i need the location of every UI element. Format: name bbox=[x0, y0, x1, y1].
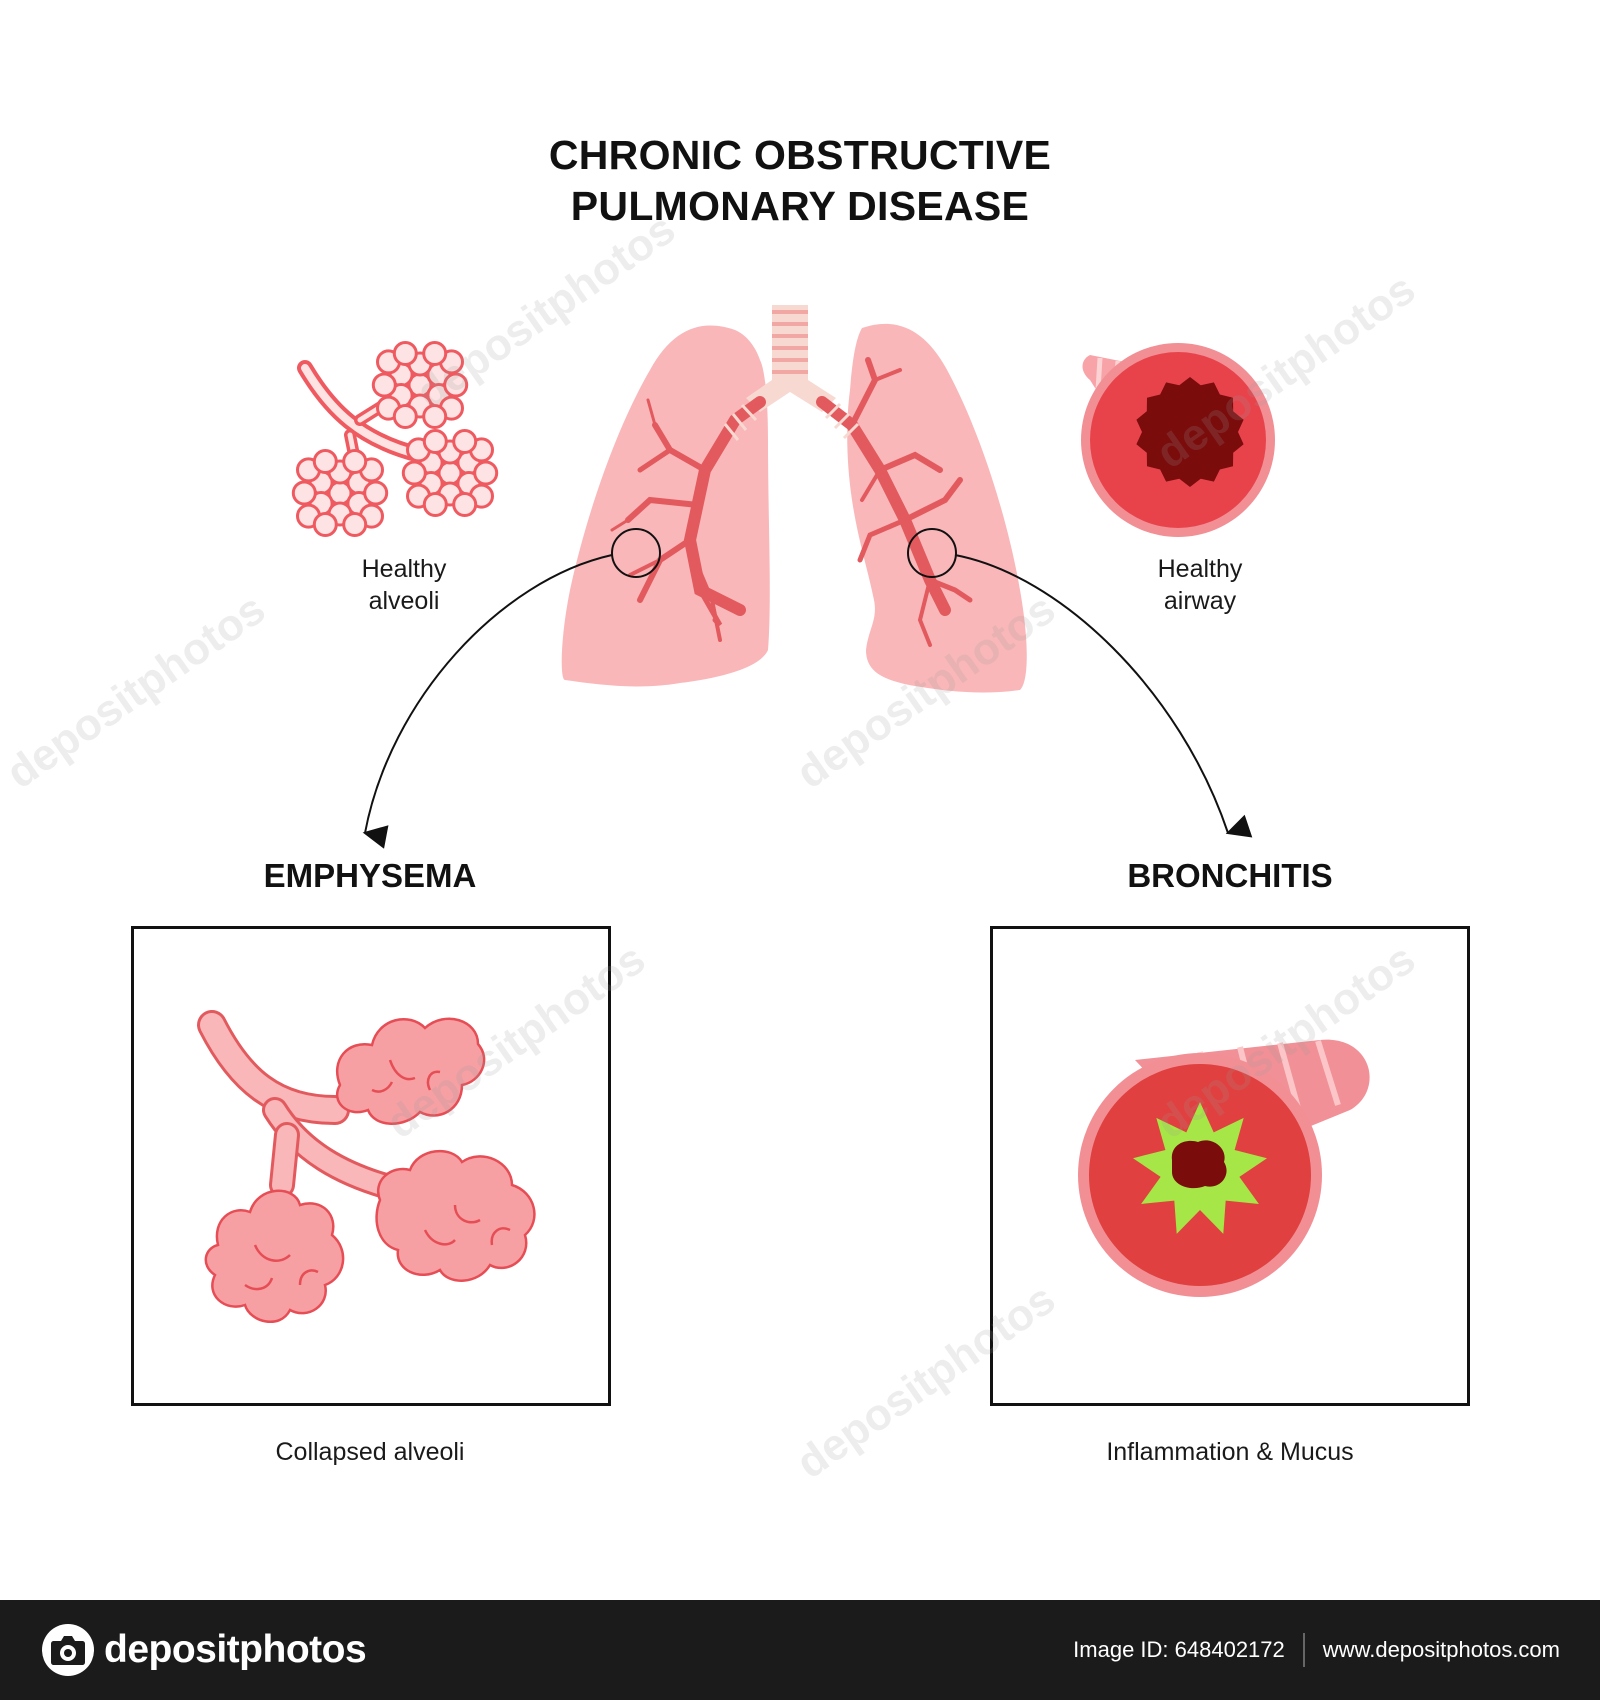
bronchitis-illustration bbox=[1078, 1039, 1370, 1297]
alveolus-sac bbox=[342, 512, 368, 537]
healthy-alveoli-label: Healthy alveoli bbox=[328, 553, 480, 617]
title-line-2: PULMONARY DISEASE bbox=[570, 183, 1030, 229]
right-bronchial-tree bbox=[816, 357, 973, 647]
footer-divider bbox=[1302, 1633, 1305, 1667]
healthy-alveoli-line-1: Healthy bbox=[361, 555, 447, 583]
emphysema-alveolus-top bbox=[335, 1017, 486, 1125]
arrow-to-emphysema bbox=[362, 554, 613, 849]
alveolus-sac bbox=[422, 492, 448, 517]
emphysema-box bbox=[131, 926, 611, 1406]
alveolus-sac bbox=[363, 480, 389, 506]
bronchitis-box bbox=[990, 926, 1470, 1406]
alveolus-sac bbox=[392, 404, 418, 429]
alveolus-sac bbox=[312, 449, 338, 474]
brand-name: depositphotos bbox=[104, 1628, 367, 1671]
healthy-alveoli-icon bbox=[291, 341, 499, 537]
copd-illustration bbox=[197, 305, 1370, 1323]
alveolus-sac bbox=[392, 341, 418, 366]
narrowed-lumen bbox=[1171, 1140, 1227, 1189]
emphysema-heading: EMPHYSEMA bbox=[263, 857, 477, 894]
left-focus-circle bbox=[611, 528, 661, 578]
alveolus-sac bbox=[312, 512, 338, 537]
bronchitis-caption: Inflammation & Mucus bbox=[1106, 1438, 1354, 1466]
alveolus-sac bbox=[452, 492, 478, 517]
alveolus-sac bbox=[291, 480, 317, 506]
diagram-title: CHRONIC OBSTRUCTIVE PULMONARY DISEASE bbox=[0, 130, 1600, 232]
left-lung bbox=[561, 325, 770, 687]
emphysema-alveolus-right bbox=[375, 1149, 536, 1282]
footer-meta: Image ID: 648402172 www.depositphotos.co… bbox=[1073, 1632, 1560, 1668]
alveolus-sac bbox=[443, 372, 469, 398]
healthy-alveoli-line-2: alveoli bbox=[368, 587, 440, 615]
right-focus-circle bbox=[907, 528, 957, 578]
healthy-airway-line-2: airway bbox=[1163, 587, 1237, 615]
bronchitis-heading: BRONCHITIS bbox=[1127, 857, 1333, 894]
healthy-airway-icon bbox=[1081, 343, 1275, 537]
emphysema-alveolus-bottom bbox=[204, 1189, 345, 1323]
alveolus-sac bbox=[422, 341, 448, 366]
left-bronchial-tree bbox=[610, 396, 766, 642]
right-lung bbox=[847, 323, 1027, 693]
camera-icon bbox=[42, 1624, 94, 1676]
healthy-airway-line-1: Healthy bbox=[1157, 555, 1243, 583]
lungs-illustration bbox=[561, 305, 1027, 693]
alveolus-sac bbox=[422, 404, 448, 429]
footer-bar: depositphotos Image ID: 648402172 www.de… bbox=[0, 1600, 1600, 1700]
image-id: Image ID: 648402172 bbox=[1073, 1637, 1285, 1662]
emphysema-illustration bbox=[197, 1010, 536, 1323]
alveolus-sac bbox=[422, 429, 448, 454]
brand-logo[interactable]: depositphotos bbox=[40, 1622, 367, 1678]
healthy-airway-label: Healthy airway bbox=[1124, 553, 1276, 617]
alveolus-sac bbox=[371, 372, 397, 398]
site-url[interactable]: www.depositphotos.com bbox=[1322, 1637, 1560, 1662]
arrow-to-bronchitis bbox=[954, 554, 1253, 838]
trachea bbox=[746, 305, 836, 412]
alveolus-sac bbox=[473, 460, 499, 486]
emphysema-caption: Collapsed alveoli bbox=[275, 1438, 465, 1466]
alveolus-sac bbox=[401, 460, 427, 486]
title-line-1: CHRONIC OBSTRUCTIVE bbox=[548, 132, 1052, 178]
alveolus-sac bbox=[342, 449, 368, 474]
airway-lumen bbox=[1136, 377, 1244, 487]
alveolus-sac bbox=[452, 429, 478, 454]
